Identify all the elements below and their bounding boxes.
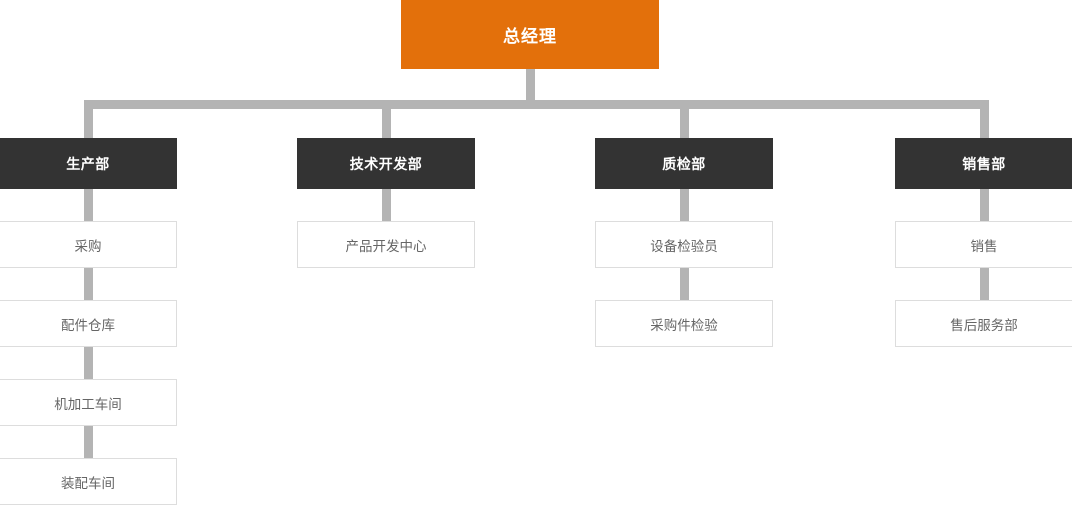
connector-bus-to-dept-1 — [84, 100, 93, 138]
node-department-production[interactable]: 生产部 — [0, 138, 177, 189]
connector-root-stem — [526, 68, 535, 102]
connector-horizontal-bus — [84, 100, 989, 109]
connector-c1-sub2-to-sub3 — [84, 346, 93, 380]
connector-c1-sub3-to-sub4 — [84, 425, 93, 459]
node-sub-sales[interactable]: 销售 — [895, 221, 1072, 268]
node-sub-assembly-workshop[interactable]: 装配车间 — [0, 458, 177, 505]
connector-c3-sub1-to-sub2 — [680, 267, 689, 301]
connector-c1-sub1-to-sub2 — [84, 267, 93, 301]
node-department-tech-development[interactable]: 技术开发部 — [297, 138, 475, 189]
node-sub-purchased-parts-inspection[interactable]: 采购件检验 — [595, 300, 773, 347]
node-sub-after-sales-service[interactable]: 售后服务部 — [895, 300, 1072, 347]
connector-c3-dept-to-sub1 — [680, 188, 689, 222]
node-department-sales[interactable]: 销售部 — [895, 138, 1072, 189]
node-sub-machining-workshop[interactable]: 机加工车间 — [0, 379, 177, 426]
connector-c4-dept-to-sub1 — [980, 188, 989, 222]
connector-bus-to-dept-3 — [680, 100, 689, 138]
connector-c2-dept-to-sub1 — [382, 188, 391, 222]
node-general-manager[interactable]: 总经理 — [401, 0, 659, 69]
connector-bus-to-dept-4 — [980, 100, 989, 138]
node-sub-product-development-center[interactable]: 产品开发中心 — [297, 221, 475, 268]
node-sub-procurement[interactable]: 采购 — [0, 221, 177, 268]
node-sub-equipment-inspector[interactable]: 设备检验员 — [595, 221, 773, 268]
connector-c4-sub1-to-sub2 — [980, 267, 989, 301]
node-department-quality-inspection[interactable]: 质检部 — [595, 138, 773, 189]
connector-bus-to-dept-2 — [382, 100, 391, 138]
connector-c1-dept-to-sub1 — [84, 188, 93, 222]
node-sub-parts-warehouse[interactable]: 配件仓库 — [0, 300, 177, 347]
